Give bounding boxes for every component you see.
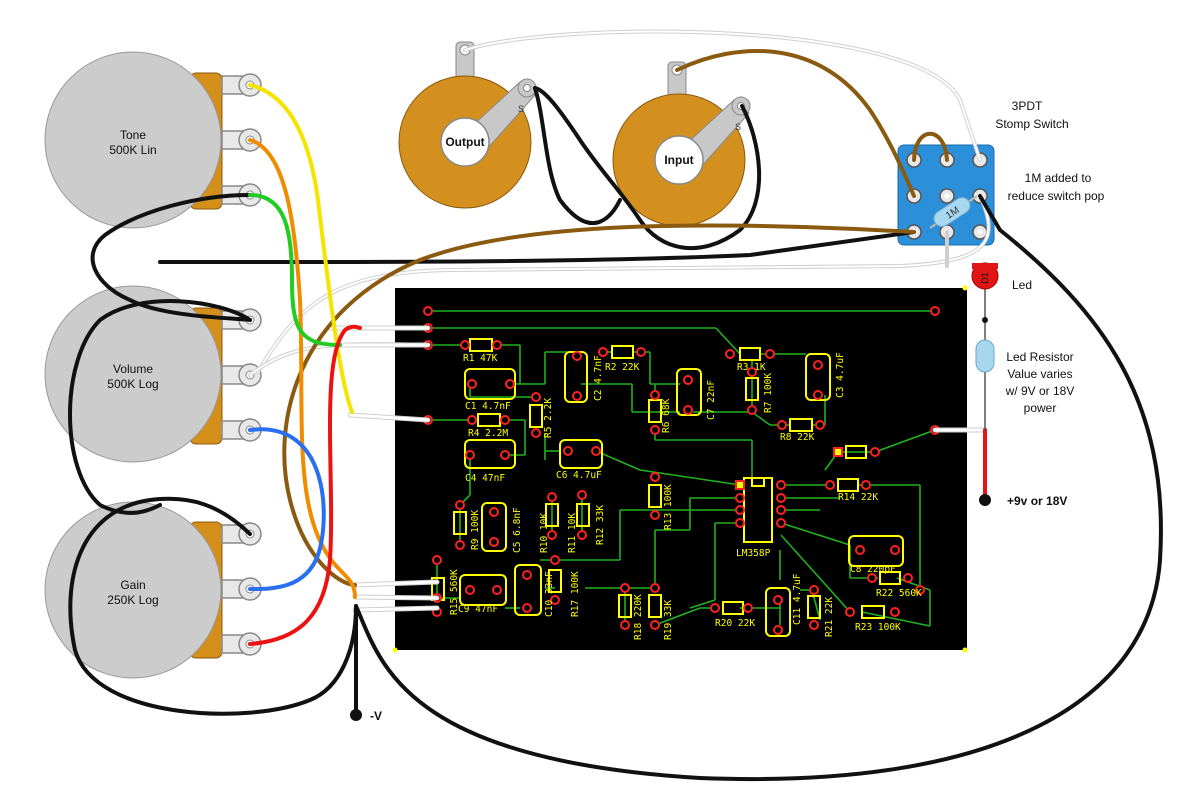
- gain-pot-name: Gain: [120, 578, 145, 592]
- input-jack-label: Input: [664, 153, 693, 167]
- volume-pot-name: Volume: [113, 362, 153, 376]
- pcb-label-c3: C3 4.7uF: [835, 352, 846, 398]
- capacitor-c4: [464, 439, 516, 469]
- pcb-label-r20: R20 22K: [715, 618, 755, 629]
- pcb-label-r8: R8 22K: [780, 432, 815, 443]
- input-jack-lug-s: S: [735, 122, 741, 132]
- pcb-label-c10: C10 33nF: [544, 571, 555, 617]
- led-resistor-line4: power: [1024, 401, 1057, 415]
- pcb-label-c7: C7 22nF: [706, 380, 717, 420]
- resistor-r5: [529, 404, 543, 428]
- pcb-label-r22: R22 560K: [876, 588, 922, 599]
- switch-note-line1: 1M added to: [1025, 171, 1092, 185]
- capacitor-c8: [848, 535, 904, 567]
- pcb-label-r19: R19 33K: [663, 600, 674, 640]
- pcb-label-r21: R21 22K: [824, 597, 835, 637]
- led-label: D1: [980, 272, 990, 284]
- resistor-r14: [845, 445, 867, 459]
- capacitor-c11: [765, 587, 791, 637]
- resistor-r13: [648, 484, 662, 508]
- resistor-r7: [745, 377, 759, 401]
- pcb-label-r18: R18 220K: [633, 594, 644, 640]
- pcb-label-c4: C4 47nF: [465, 473, 505, 484]
- resistor-r3: [739, 347, 761, 361]
- resistor-r19: [648, 594, 662, 618]
- output-jack[interactable]: S: [398, 41, 537, 209]
- resistor-r2: [611, 345, 634, 359]
- resistor-r22: [879, 571, 901, 585]
- pcb-label-ic: LM358P: [736, 548, 771, 559]
- capacitor-c5: [481, 502, 507, 552]
- pcb-label-r3: R3 1K: [737, 362, 766, 373]
- switch-title-line1: 3PDT: [1012, 99, 1043, 113]
- resistor-r23: [861, 605, 885, 619]
- pcb-label-r12: R12 33K: [595, 505, 606, 545]
- pcb-label-r6: R6 68K: [661, 398, 672, 433]
- stomp-switch[interactable]: [897, 144, 995, 246]
- pcb-label-r13: R13 100K: [663, 484, 674, 530]
- positive-power-label: +9v or 18V: [1007, 494, 1067, 508]
- ic-notch: [751, 477, 765, 487]
- pcb-label-r17: R17 100K: [570, 571, 581, 617]
- pcb-label-c2: C2 4.7nF: [593, 355, 604, 401]
- pcb-label-r4: R4 2.2M: [468, 428, 508, 439]
- tone-pot[interactable]: [44, 51, 262, 229]
- led-resistor: [975, 339, 995, 373]
- pcb-label-c1: C1 4.7nF: [465, 401, 511, 412]
- led-resistor-line3: w/ 9V or 18V: [1005, 384, 1075, 398]
- tone-pot-value: 500K Lin: [109, 143, 156, 157]
- pcb-label-r5: R5 2.2K: [543, 398, 554, 438]
- resistor-r17: [548, 569, 562, 593]
- pcb-label-r15: R15 560K: [449, 569, 460, 615]
- capacitor-c9: [459, 574, 507, 606]
- negative-power-label: -V: [370, 709, 382, 723]
- gain-pot-value: 250K Log: [107, 593, 158, 607]
- pcb-label-r1: R1 47K: [463, 353, 498, 364]
- resistor-r18: [618, 594, 632, 618]
- pcb-label-c6: C6 4.7uF: [556, 470, 602, 481]
- led-junction: [982, 317, 988, 323]
- pcb-label-c8: C8 220pF: [850, 564, 896, 575]
- led-resistor-line2: Value varies: [1007, 367, 1072, 381]
- resistor-r9: [453, 511, 467, 535]
- led-resistor-line1: Led Resistor: [1006, 350, 1073, 364]
- output-jack-lug-s: S: [518, 104, 524, 114]
- positive-terminal[interactable]: [979, 494, 991, 506]
- capacitor-c7: [676, 368, 702, 416]
- led: D1: [971, 262, 999, 290]
- input-jack[interactable]: S: [612, 61, 751, 227]
- pcb-label-r23: R23 100K: [855, 622, 901, 633]
- pcb-label-r11: R11 10K: [567, 513, 578, 553]
- pcb-label-r14: R14 22K: [838, 492, 878, 503]
- switch-note-line2: reduce switch pop: [1008, 189, 1105, 203]
- led-caption: Led: [1012, 278, 1032, 292]
- gain-pot[interactable]: [44, 501, 262, 679]
- switch-title-line2: Stomp Switch: [995, 117, 1068, 131]
- pcb-label-c9: C9 47nF: [458, 604, 498, 615]
- pcb-label-c5: C5 6.8nF: [512, 507, 523, 553]
- switch-resistor-1m: 1M: [929, 195, 978, 229]
- pcb-label-r10: R10 10K: [539, 513, 550, 553]
- pcb-label-c11: C11 4.7uF: [792, 573, 803, 625]
- capacitor-c10: [514, 564, 542, 616]
- resistor-r12: [576, 503, 590, 527]
- output-jack-label: Output: [445, 135, 484, 149]
- negative-terminal[interactable]: [350, 709, 362, 721]
- resistor-r8: [789, 418, 813, 432]
- pcb-pads: [423, 306, 940, 635]
- pcb-label-r7: R7 100K: [763, 373, 774, 413]
- tone-pot-name: Tone: [120, 128, 146, 142]
- resistor-r14b: [837, 478, 859, 492]
- pcb-label-r9: R9 100K: [470, 510, 481, 550]
- resistor-r21: [807, 595, 821, 619]
- pcb-label-r2: R2 22K: [605, 362, 640, 373]
- volume-pot-value: 500K Log: [107, 377, 158, 391]
- resistor-r10: [545, 503, 559, 527]
- wires: [68, 29, 1163, 781]
- capacitor-c6: [559, 439, 603, 469]
